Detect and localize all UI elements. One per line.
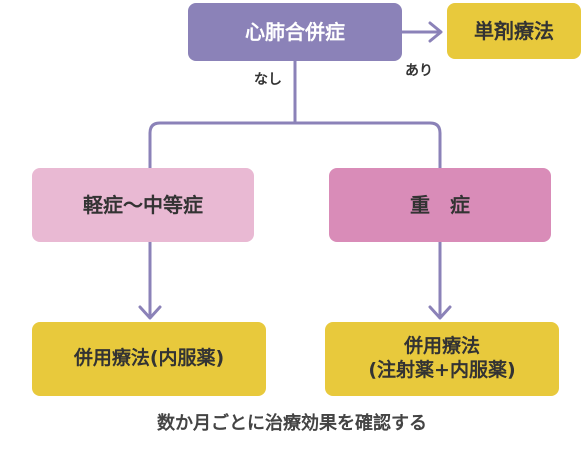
arrow-head-severe (428, 305, 452, 320)
mild-node-label: 軽症〜中等症 (83, 192, 203, 217)
single-therapy-node: 単剤療法 (447, 3, 581, 59)
footer-note: 数か月ごとに治療効果を確認する (157, 413, 427, 434)
severe-node: 重 症 (329, 168, 551, 242)
severe-result-line2: (注射薬+内服薬) (368, 359, 516, 381)
arrow-head-mild (138, 305, 162, 320)
root-node-label: 心肺合併症 (245, 19, 345, 44)
severe-result-node: 併用療法 (注射薬+内服薬) (325, 322, 559, 396)
root-node: 心肺合併症 (188, 3, 402, 61)
severe-node-label: 重 症 (410, 192, 470, 217)
mild-node: 軽症〜中等症 (32, 168, 254, 242)
single-therapy-label: 単剤療法 (474, 18, 554, 43)
severe-result-line1: 併用療法 (403, 335, 480, 358)
mild-result-node: 併用療法(内服薬) (32, 322, 266, 396)
mild-result-label: 併用療法(内服薬) (73, 347, 225, 370)
line-split (148, 121, 442, 168)
edge-no-label: なし (254, 72, 282, 88)
edge-yes-label: あり (405, 63, 433, 79)
arrow-head-single (428, 21, 443, 43)
